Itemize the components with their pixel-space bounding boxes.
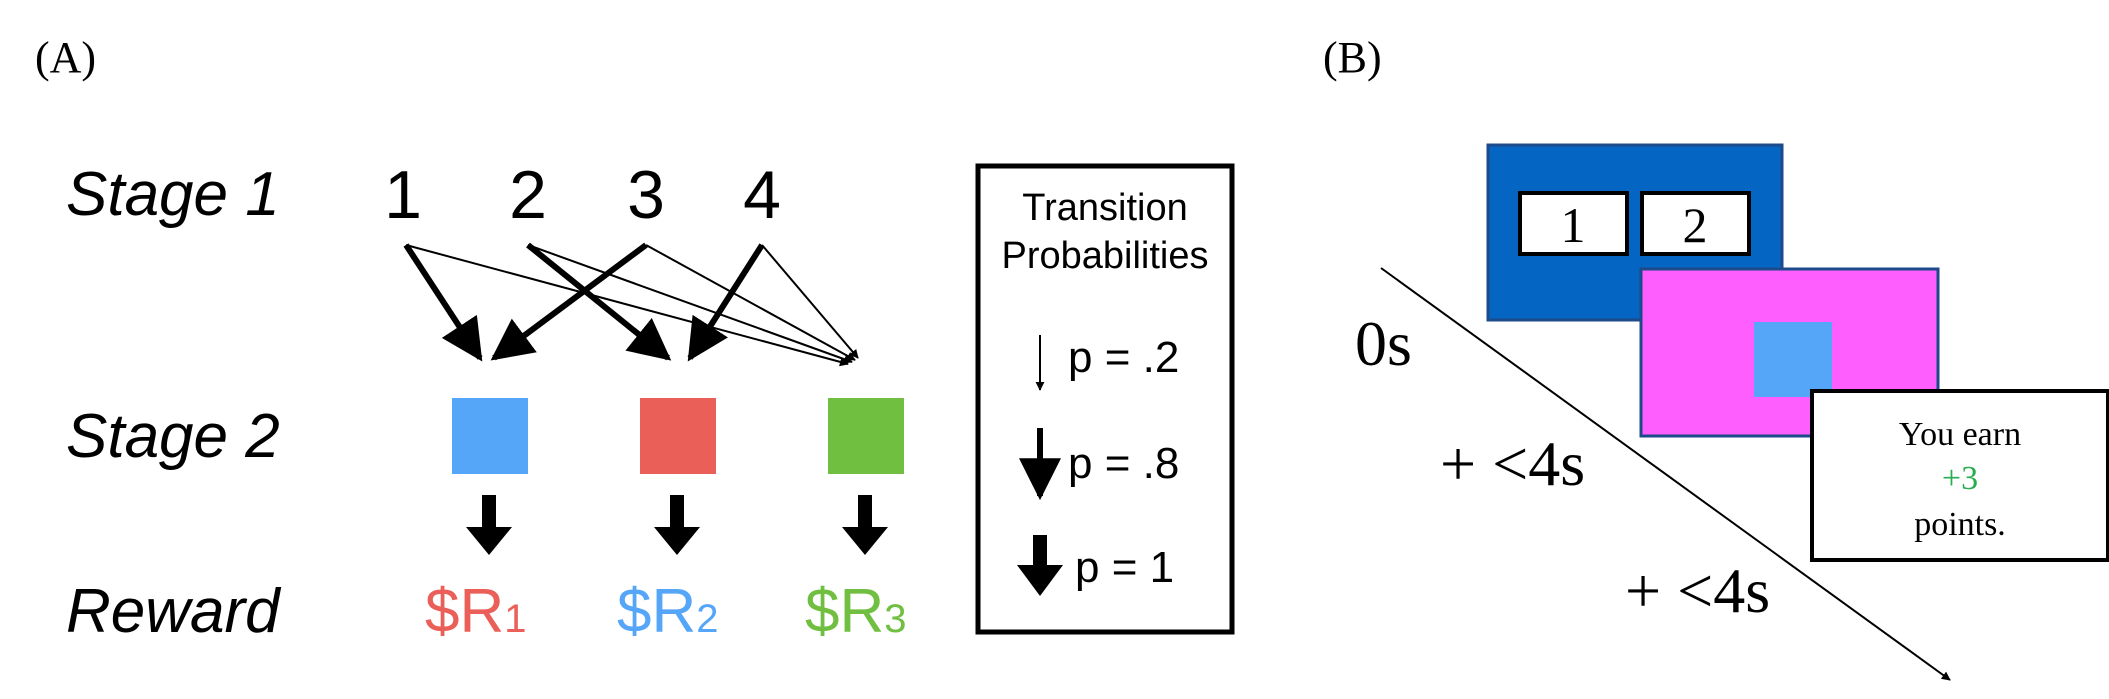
arrow-2-to-red-thick [526,242,672,361]
reward-arrow-1 [466,495,512,555]
feedback-amount: +3 [1942,460,1978,497]
legend-label-p1: p = 1 [1075,543,1174,592]
choice-option-box-1 [1518,191,1629,256]
row-label-stage1: Stage 1 [66,160,280,229]
panel-a-label: (A) [35,33,96,82]
arrow-3-to-blue-thick [490,242,648,361]
timeline-arrow [1380,267,1951,681]
timing-label-1: + <4s [1440,428,1585,499]
stage2-state-red [640,398,716,474]
transition-arrows [403,242,859,367]
screen-feedback [1810,389,2109,562]
stage1-option-3: 3 [627,157,665,233]
reward-2: $R2 [617,577,719,646]
panel-a: (A) Stage 1 Stage 2 Reward 1 2 3 4 [35,33,1235,646]
arrow-4-to-red-thick [687,243,765,362]
legend-label-p08: p = .8 [1068,439,1179,488]
legend-title-line1: Transition [1022,187,1187,229]
arrow-1-to-blue-thick [403,243,483,362]
arrow-1-to-green-thin [405,244,849,367]
reward-arrow-2 [654,495,700,555]
arrow-2-to-green-thin [527,244,853,364]
feedback-line1: You earn [1899,416,2021,453]
timing-label-0: 0s [1355,308,1412,379]
arrow-4-to-green-thin [761,244,859,359]
stage1-option-4: 4 [743,157,781,233]
choice-option-2: 2 [1683,197,1708,253]
stage2-state-green [828,398,904,474]
legend-label-p02: p = .2 [1068,333,1179,382]
stage1-option-1: 1 [384,157,422,233]
feedback-line3: points. [1914,506,2006,543]
timing-label-2: + <4s [1625,555,1770,626]
legend-box [975,163,1235,635]
legend-arrow-thick-icon [1017,535,1063,596]
reward-arrow-3 [842,495,888,555]
arrow-3-to-green-thin [645,244,856,361]
row-label-stage2: Stage 2 [66,402,280,471]
reward-3: $R3 [805,577,907,646]
legend-title-line2: Probabilities [1002,235,1209,277]
choice-option-1: 1 [1561,197,1586,253]
choice-option-box-2 [1640,191,1751,256]
reward-1: $R1 [425,577,527,646]
panel-b-label: (B) [1323,33,1382,82]
panel-b: (B) 1 2 You earn +3 points. 0s + <4s + <… [1323,33,2109,681]
stage1-option-2: 2 [509,157,547,233]
transition-legend: Transition Probabilities p = .2 p = .8 p… [975,163,1235,635]
stage2-state-blue [452,398,528,474]
reward-arrows [466,495,888,555]
row-label-reward: Reward [66,577,282,646]
stage2-stimulus [1754,322,1832,397]
